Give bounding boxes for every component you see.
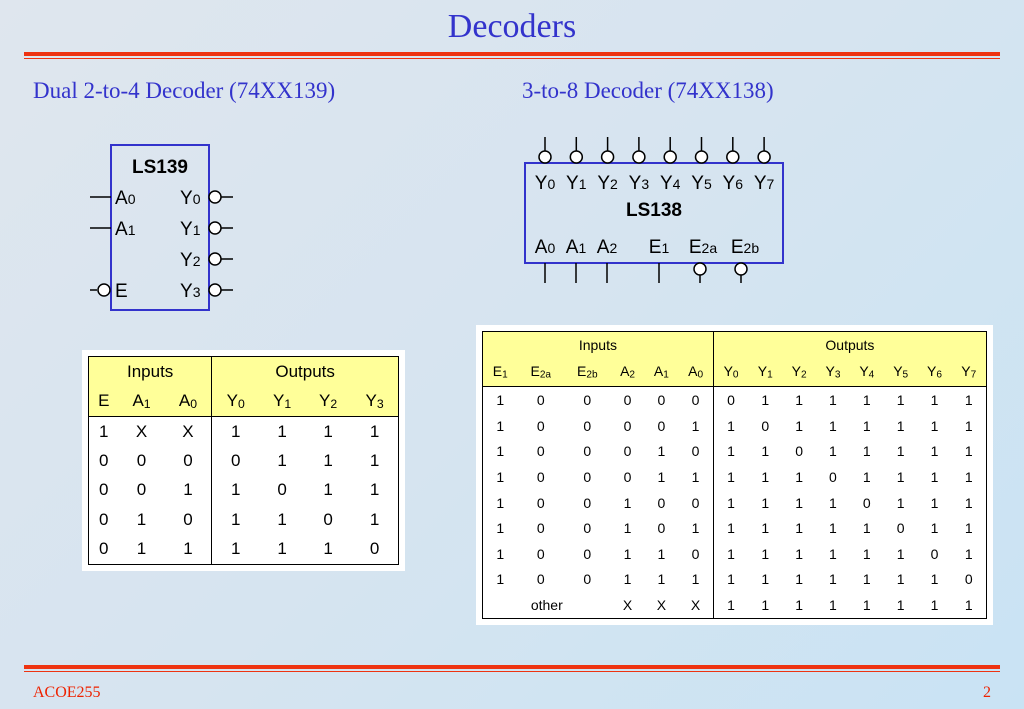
left-heading: Dual 2-to-4 Decoder (74XX139) <box>33 78 336 103</box>
ls139-label-a0: A0 <box>115 188 136 209</box>
ls138-label-y2: Y2 <box>597 173 618 194</box>
table138-col-y1: Y1 <box>748 357 783 387</box>
footer-rule <box>24 665 1000 672</box>
ls139-label-y2: Y2 <box>180 250 201 271</box>
ls139-label-y1: Y1 <box>180 219 201 240</box>
ls138-label-a0: A0 <box>535 237 556 258</box>
ls139-e-bubble <box>97 283 111 297</box>
ls138-output-pins <box>538 137 771 164</box>
title-rule <box>24 52 1000 59</box>
table138-outputs-header: Outputs <box>712 331 987 358</box>
ls139-name: LS139 <box>132 157 188 178</box>
ls138-label-y7: Y7 <box>754 173 775 194</box>
ls138-input-pins <box>544 262 748 283</box>
table139-col-y1: Y1 <box>259 386 306 417</box>
table138-col-y3: Y3 <box>816 357 850 387</box>
ls138-label-y0: Y0 <box>535 173 556 194</box>
table138-other-label: other <box>530 597 563 614</box>
ls138-label-a2: A2 <box>597 237 618 258</box>
ls138-label-e2a: E2a <box>689 237 717 258</box>
ls138-label-a1: A1 <box>566 237 587 258</box>
ls138-label-y3: Y3 <box>629 173 650 194</box>
table138-col-e2a: E2a <box>517 357 565 387</box>
table139-col-y3: Y3 <box>351 386 399 417</box>
table138-col-a1: A1 <box>644 357 679 387</box>
table138-col-y4: Y4 <box>849 357 884 387</box>
slide-title: Decoders <box>447 8 577 45</box>
ls139-chip-diagram: LS139 A0 A1 E Y0 Y1 Y2 Y3 <box>90 144 233 311</box>
right-heading: 3-to-8 Decoder (74XX138) <box>522 78 774 103</box>
table139-col-y2: Y2 <box>305 386 352 417</box>
table138-col-y2: Y2 <box>782 357 817 387</box>
table138-inputs-header: Inputs <box>482 331 714 358</box>
ls138-body <box>524 162 784 264</box>
table139-col-y0: Y0 <box>211 386 260 417</box>
table139-col-a0: A0 <box>164 386 212 417</box>
table138-col-e1: E1 <box>482 357 518 387</box>
table139-inputs-header: Inputs <box>88 356 212 387</box>
table139-col-a1: A1 <box>118 386 165 417</box>
table138-col-a2: A2 <box>610 357 645 387</box>
ls139-label-y3: Y3 <box>180 281 201 302</box>
ls139-output-pins <box>208 190 233 297</box>
ls138-label-y4: Y4 <box>660 173 681 194</box>
ls138-name: LS138 <box>626 200 682 221</box>
ls139-label-y0: Y0 <box>180 188 201 209</box>
ls138-label-y5: Y5 <box>691 173 712 194</box>
footer-course-code: ACOE255 <box>33 684 101 701</box>
table139-outputs-header: Outputs <box>211 356 399 387</box>
table138-col-y7: Y7 <box>951 357 987 387</box>
table138-col-e2b: E2b <box>564 357 611 387</box>
ls139-label-e: E <box>115 281 128 302</box>
ls138-chip-diagram: Y0 Y1 Y2 Y3 Y4 Y5 Y6 Y7 LS138 A0 A1 A2 E1 E2a E2b <box>524 137 784 283</box>
ls138-label-e1: E1 <box>649 237 670 258</box>
ls138-label-y6: Y6 <box>723 173 744 194</box>
ls138-label-y1: Y1 <box>566 173 587 194</box>
footer-page-number: 2 <box>983 684 991 701</box>
table138-col-y5: Y5 <box>883 357 918 387</box>
table138-col-y6: Y6 <box>917 357 952 387</box>
table139-col-e: E <box>88 386 119 417</box>
table138-col-a0: A0 <box>678 357 714 387</box>
table138-col-y0: Y0 <box>712 357 749 387</box>
ls138-label-e2b: E2b <box>731 237 759 258</box>
ls139-label-a1: A1 <box>115 219 136 240</box>
